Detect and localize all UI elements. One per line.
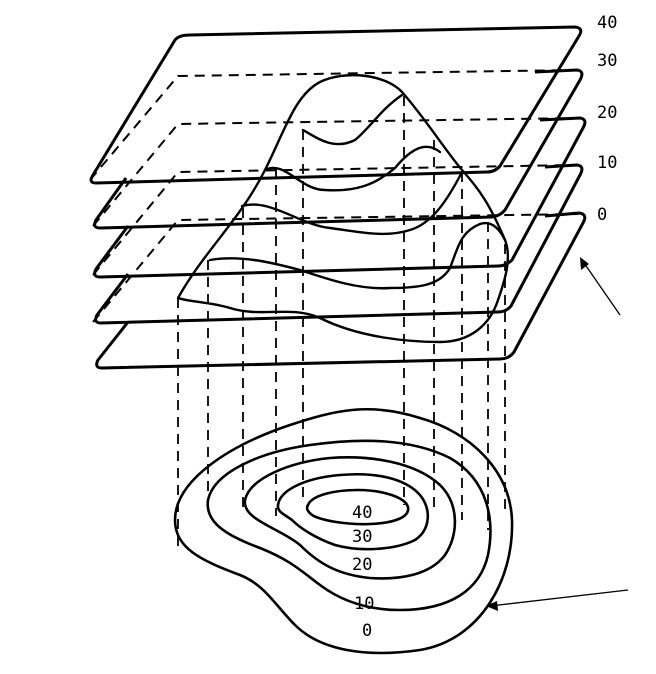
plane-label-0: 0: [597, 205, 607, 225]
elevation-planes: [91, 27, 585, 368]
plane-labels: 40 30 20 10 0: [597, 13, 617, 225]
contour-label-0: 0: [362, 621, 372, 641]
contour-label-30: 30: [352, 527, 372, 547]
pointer-arrow-contour: [490, 590, 628, 606]
arrow-head-icon: [486, 601, 498, 611]
pointer-arrow-planes: [582, 260, 620, 315]
plane-0: [97, 213, 585, 368]
contour-label-10: 10: [354, 594, 374, 614]
plane-10: [96, 165, 582, 323]
contour-label-20: 20: [352, 555, 372, 575]
plane-label-20: 20: [597, 103, 617, 123]
hill-surface: [178, 75, 508, 342]
contour-line-10: [208, 441, 491, 610]
plane-40: [91, 27, 581, 183]
plane-label-30: 30: [597, 51, 617, 71]
plane-label-40: 40: [597, 13, 617, 33]
contour-label-40: 40: [352, 503, 372, 523]
plane-label-10: 10: [597, 153, 617, 173]
